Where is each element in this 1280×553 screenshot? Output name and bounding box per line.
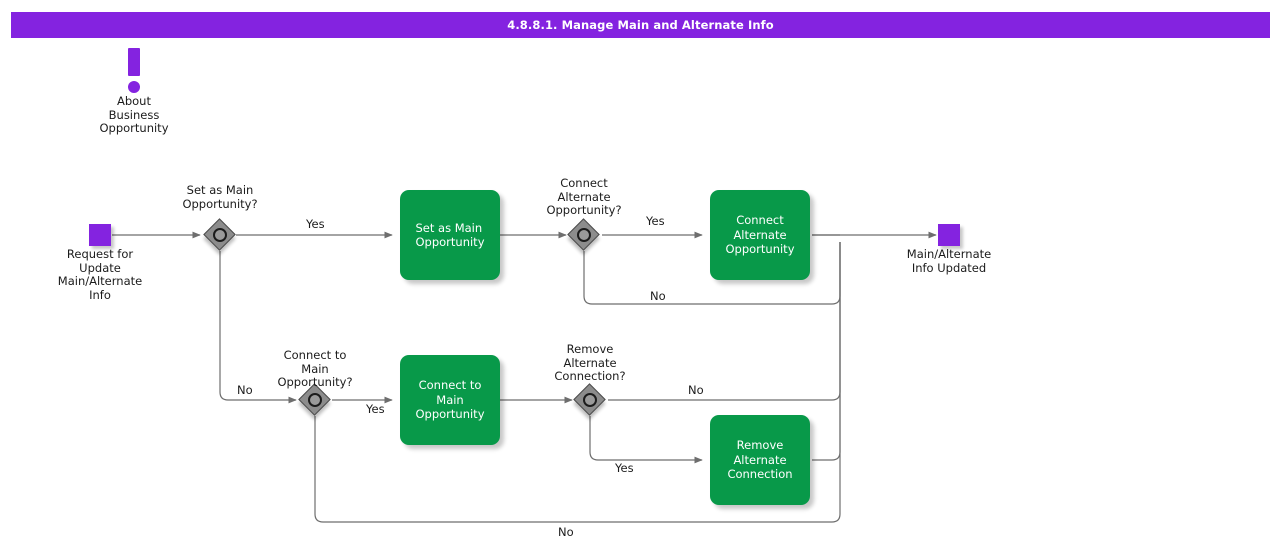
gateway-connect-to-main-opportunity-label: Connect to Main Opportunity? bbox=[225, 348, 405, 390]
task4-line-2: Alternate bbox=[733, 452, 787, 467]
end-event-label: Main/Alternate Info Updated bbox=[859, 247, 1039, 275]
gw4-label-line-2: Alternate bbox=[563, 355, 617, 370]
task-set-as-main-opportunity[interactable]: Set as Main Opportunity bbox=[400, 190, 500, 280]
gateway-connect-to-main-opportunity[interactable] bbox=[298, 383, 331, 416]
start-event-label: Request for Update Main/Alternate Info bbox=[10, 247, 190, 302]
flow-label-yes-set-main: Yes bbox=[306, 217, 325, 231]
flow-label-yes-connect-alternate: Yes bbox=[646, 214, 665, 228]
task-connect-to-main-opportunity-label: Connect to Main Opportunity bbox=[400, 378, 500, 422]
gw2-label-line-3: Opportunity? bbox=[546, 203, 622, 217]
flow-label-yes-remove-alternate: Yes bbox=[615, 461, 634, 475]
gw1-label-line-1: Set as Main bbox=[186, 183, 254, 197]
exclamation-icon bbox=[64, 48, 204, 94]
flow-label-no-remove-alternate: No bbox=[688, 383, 704, 397]
start-event-label-line-2: Update bbox=[79, 260, 121, 275]
gw3-label-line-2: Main bbox=[301, 361, 329, 376]
flow-gw1-no bbox=[219, 251, 297, 404]
task-remove-alternate-connection[interactable]: Remove Alternate Connection bbox=[710, 415, 810, 505]
flow-label-no-connect-alternate: No bbox=[650, 289, 666, 303]
flow-label-no-set-main: No bbox=[237, 383, 253, 397]
gateway-connect-alternate-opportunity[interactable] bbox=[567, 218, 600, 251]
gw3-label-line-1: Connect to bbox=[283, 348, 347, 362]
end-event-label-line-1: Main/Alternate bbox=[906, 247, 992, 261]
task2-line-2: Alternate bbox=[733, 227, 787, 242]
inclusive-gateway-circle-icon bbox=[213, 228, 227, 242]
end-event-label-line-2: Info Updated bbox=[911, 260, 987, 275]
annotation-line-3: Opportunity bbox=[99, 121, 169, 135]
exclamation-dot bbox=[128, 81, 140, 93]
task1-line-2: Opportunity bbox=[415, 235, 485, 249]
task-connect-alternate-opportunity-label: Connect Alternate Opportunity bbox=[719, 213, 800, 257]
task2-line-3: Opportunity bbox=[725, 242, 795, 257]
inclusive-gateway-circle-icon bbox=[308, 393, 322, 407]
start-event[interactable] bbox=[89, 224, 111, 246]
task4-line-3: Connection bbox=[727, 467, 793, 482]
task4-line-1: Remove bbox=[736, 438, 784, 453]
annotation-about-business-opportunity: About Business Opportunity bbox=[64, 48, 204, 136]
gw4-label-line-1: Remove bbox=[566, 342, 614, 356]
gw4-label-line-3: Connection? bbox=[554, 369, 626, 383]
task1-line-1: Set as Main bbox=[415, 220, 483, 235]
task3-line-2: Opportunity bbox=[415, 407, 485, 422]
annotation-line-2: Business bbox=[108, 107, 160, 122]
inclusive-gateway-circle-icon bbox=[577, 228, 591, 242]
start-event-label-line-3: Main/Alternate bbox=[57, 274, 143, 288]
gw3-label-line-3: Opportunity? bbox=[277, 375, 353, 389]
gateway-set-as-main-opportunity-label: Set as Main Opportunity? bbox=[130, 183, 310, 211]
task2-line-1: Connect bbox=[736, 213, 784, 228]
gateway-connect-alternate-opportunity-label: Connect Alternate Opportunity? bbox=[494, 176, 674, 218]
flow-gw4-yes bbox=[589, 416, 703, 464]
start-event-label-line-4: Info bbox=[89, 287, 111, 302]
gw2-label-line-1: Connect bbox=[560, 176, 608, 190]
annotation-label: About Business Opportunity bbox=[64, 94, 204, 136]
flow-label-no-connect-main: No bbox=[558, 525, 574, 539]
gateway-remove-alternate-connection-label: Remove Alternate Connection? bbox=[500, 342, 680, 384]
diagram-title-bar: 4.8.8.1. Manage Main and Alternate Info bbox=[11, 12, 1270, 38]
start-event-label-line-1: Request for bbox=[66, 247, 134, 261]
end-event[interactable] bbox=[938, 224, 960, 246]
exclamation-bar bbox=[128, 48, 140, 76]
gateway-set-as-main-opportunity[interactable] bbox=[203, 218, 236, 251]
page-title: 4.8.8.1. Manage Main and Alternate Info bbox=[507, 18, 774, 32]
gateway-remove-alternate-connection[interactable] bbox=[573, 383, 606, 416]
flow-task4-out bbox=[812, 242, 841, 461]
task-connect-alternate-opportunity[interactable]: Connect Alternate Opportunity bbox=[710, 190, 810, 280]
gw1-label-line-2: Opportunity? bbox=[182, 196, 258, 211]
flow-label-yes-connect-main: Yes bbox=[366, 402, 385, 416]
task-connect-to-main-opportunity[interactable]: Connect to Main Opportunity bbox=[400, 355, 500, 445]
inclusive-gateway-circle-icon bbox=[583, 393, 597, 407]
flow-gw3-no bbox=[314, 242, 841, 523]
task-set-as-main-opportunity-label: Set as Main Opportunity bbox=[409, 221, 490, 250]
task3-line-1: Connect to Main bbox=[418, 378, 482, 407]
task-remove-alternate-connection-label: Remove Alternate Connection bbox=[721, 438, 798, 482]
gw2-label-line-2: Alternate bbox=[557, 189, 611, 204]
annotation-line-1: About bbox=[116, 94, 151, 108]
